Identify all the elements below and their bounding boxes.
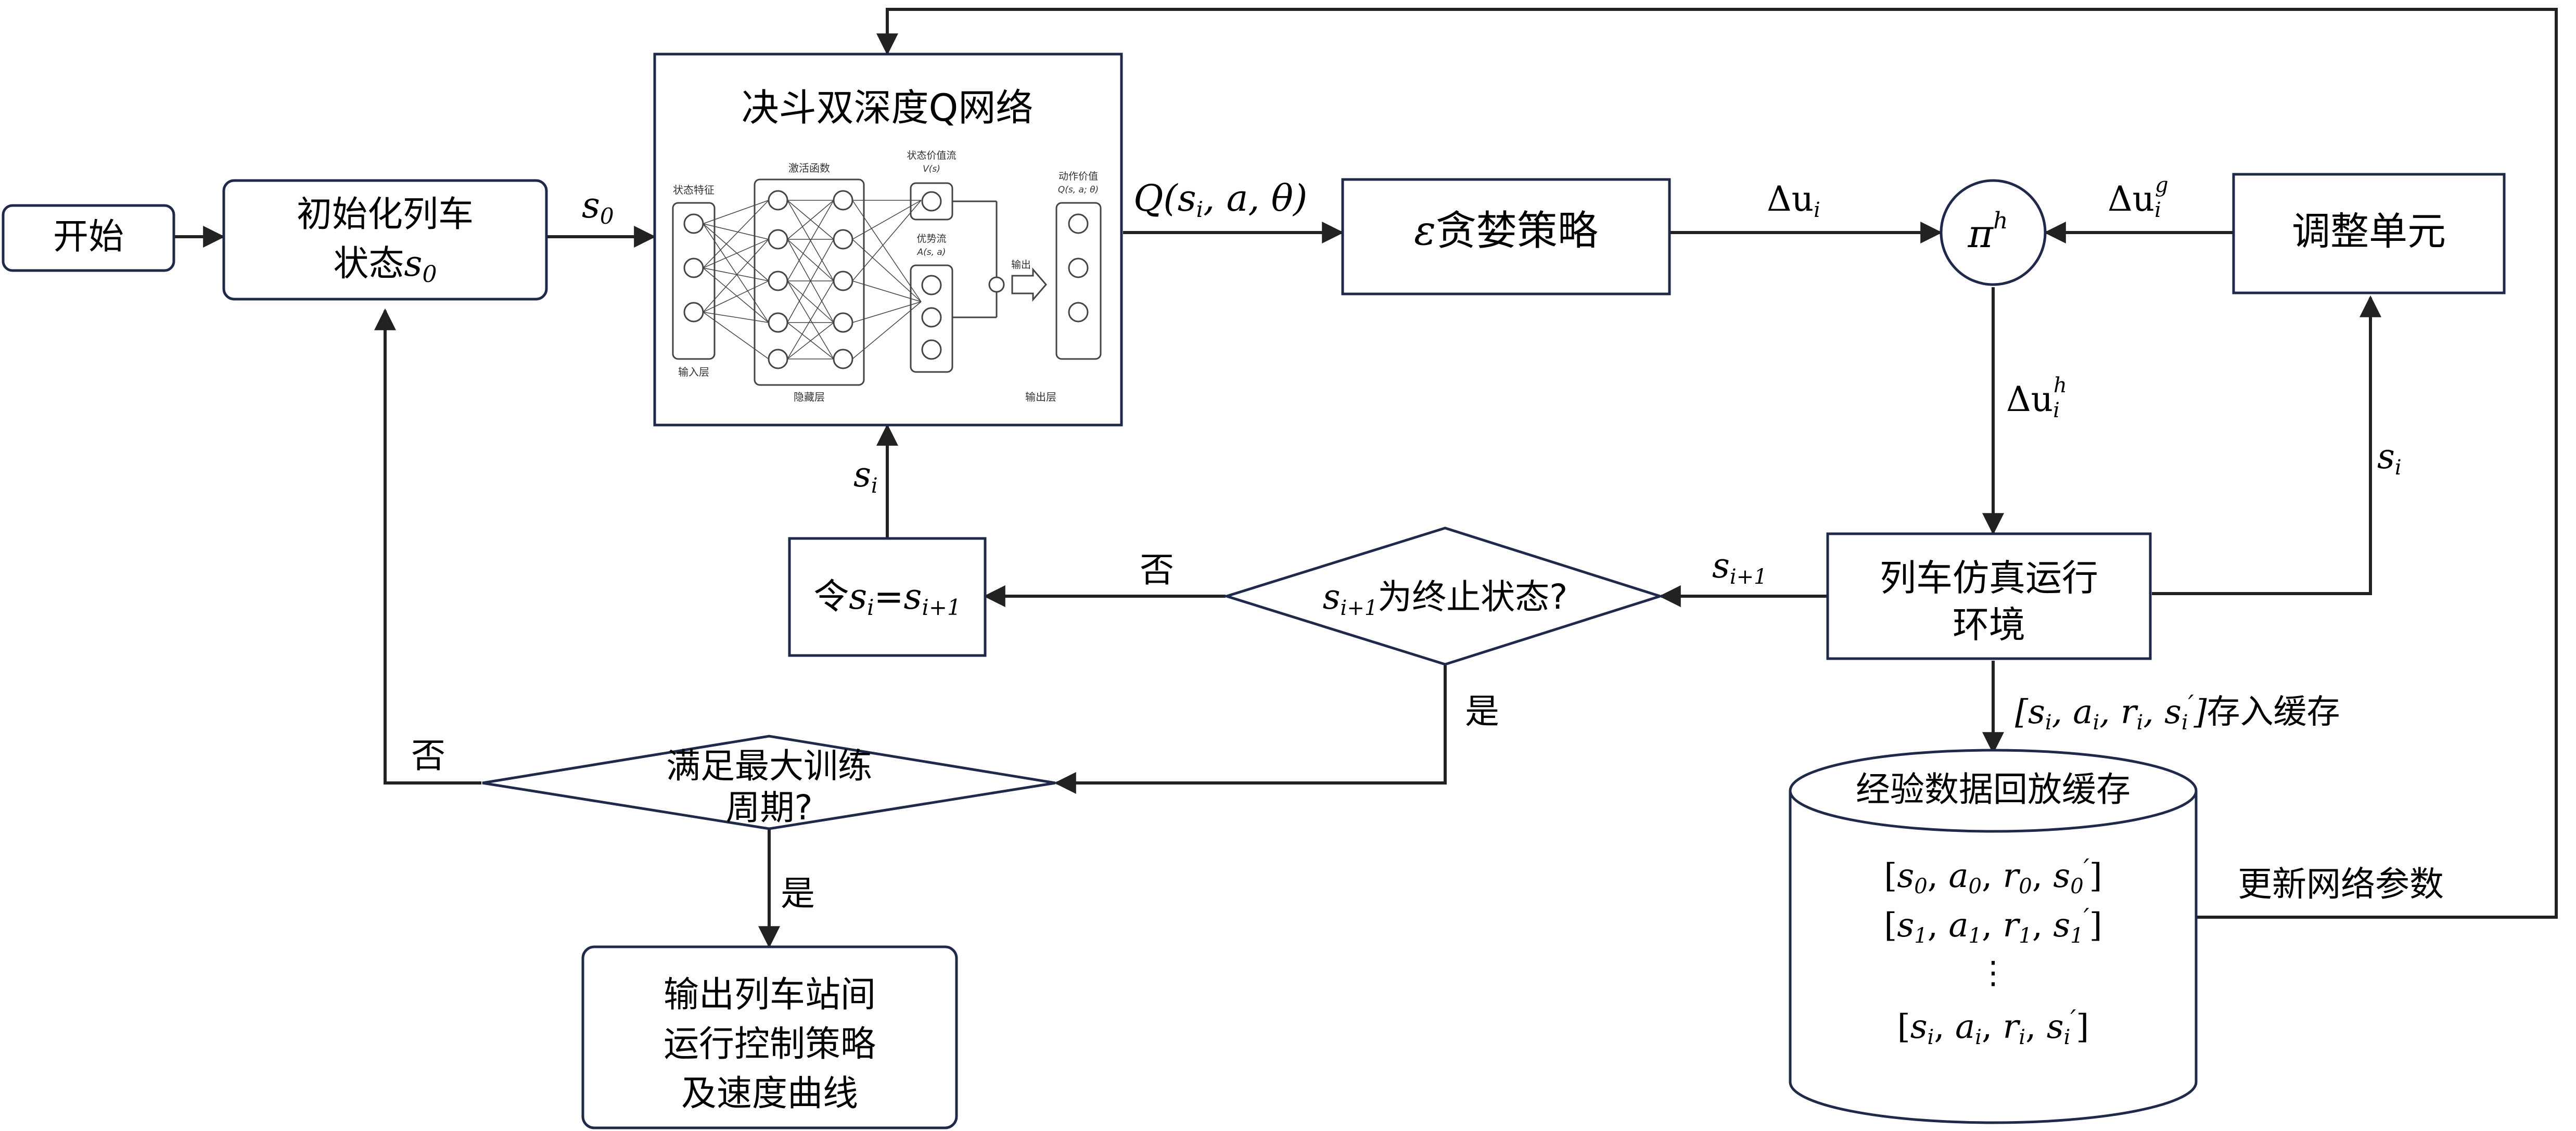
label-delta-u: Δui: [1767, 179, 1820, 222]
init-state-line1: 初始化列车: [297, 194, 474, 235]
svg-text:优势流: 优势流: [916, 233, 946, 245]
buffer-ellipsis: ⋮: [1978, 955, 2009, 991]
output-line1: 输出列车站间: [664, 974, 876, 1016]
greedy-label: ε贪婪策略: [1414, 208, 1598, 254]
svg-text:状态特征: 状态特征: [673, 184, 715, 196]
label-store-transition: [si, ai, ri, si′]存入缓存: [2015, 690, 2340, 735]
dqn-title: 决斗双深度Q网络: [742, 86, 1034, 130]
max-period-line2: 周期?: [725, 788, 812, 828]
label-terminal-no: 否: [1140, 550, 1174, 590]
start-node: 开始: [2, 204, 175, 272]
buffer-entry-i: [si, ai, ri, si′]: [1897, 1005, 2089, 1049]
init-state-node: 初始化列车 状态s0: [222, 179, 548, 301]
label-s-i-left: si: [853, 455, 878, 498]
terminal-decision-node: si+1为终止状态?: [1222, 526, 1665, 666]
buffer-title: 经验数据回放缓存: [1856, 769, 2131, 809]
label-maxperiod-yes: 是: [781, 873, 815, 914]
svg-text:A(s, a): A(s, a): [917, 247, 946, 258]
dueling-dqn-node: 决斗双深度Q网络: [653, 53, 1123, 427]
label-delta-u-g: Δuig: [2108, 173, 2169, 222]
terminal-label: si+1为终止状态?: [1323, 577, 1568, 620]
label-s0: s0: [582, 185, 614, 229]
svg-text:V(s): V(s): [923, 164, 940, 174]
max-period-line1: 满足最大训练: [666, 746, 872, 786]
policy-label: πh: [1968, 208, 2008, 256]
adjust-unit-node: 调整单元: [2232, 173, 2506, 294]
edge-buffer-update-to-dqn: [876, 8, 2558, 919]
svg-text:激活函数: 激活函数: [788, 162, 830, 174]
start-label: 开始: [53, 216, 124, 258]
buffer-entry-0: [s0, a0, r0, s0′]: [1884, 854, 2102, 898]
svg-text:Q(s, a; θ): Q(s, a; θ): [1058, 185, 1099, 195]
label-maxperiod-no: 否: [411, 736, 445, 776]
svg-text:状态价值流: 状态价值流: [907, 150, 956, 161]
edge-env-to-adjust: [2152, 295, 2381, 595]
edge-maxperiod-no-to-init: [374, 308, 481, 785]
epsilon-greedy-node: ε贪婪策略: [1341, 178, 1671, 295]
svg-text:动作价值: 动作价值: [1059, 171, 1098, 182]
buffer-entry-1: [s1, a1, r1, s1′]: [1884, 903, 2102, 948]
label-q-value: Q(si, a, θ): [1133, 177, 1307, 222]
env-line2: 环境: [1953, 603, 2025, 646]
label-update-params: 更新网络参数: [2238, 864, 2444, 904]
adjust-label: 调整单元: [2292, 209, 2446, 254]
set-state-node: 令si=si+1: [788, 537, 987, 657]
network-inset: [672, 178, 1102, 386]
svg-text:输出: 输出: [1011, 259, 1031, 271]
output-line2: 运行控制策略: [664, 1024, 876, 1065]
train-env-node: 列车仿真运行 环境: [1826, 532, 2152, 660]
max-period-decision-node: 满足最大训练 周期?: [482, 735, 1056, 830]
label-delta-u-h: Δuih: [2006, 374, 2067, 422]
svg-text:输出层: 输出层: [1025, 391, 1056, 403]
label-terminal-yes: 是: [1465, 691, 1499, 731]
label-s-next: si+1: [1712, 546, 1767, 589]
svg-text:输入层: 输入层: [678, 366, 709, 378]
output-node: 输出列车站间 运行控制策略 及速度曲线: [581, 945, 958, 1129]
svg-text:隐藏层: 隐藏层: [794, 391, 825, 403]
output-line3: 及速度曲线: [681, 1073, 858, 1114]
label-s-i-right: si: [2377, 436, 2402, 480]
set-state-label: 令si=si+1: [813, 576, 961, 620]
edge-terminal-yes-to-maxperiod: [1054, 665, 1447, 794]
replay-buffer-node: 经验数据回放缓存 [s0, a0, r0, s0′] [s1, a1, r1, …: [1789, 749, 2198, 1124]
init-state-line2: 状态s0: [334, 243, 437, 288]
policy-node: πh: [1940, 179, 2047, 286]
network-inset-labels: 状态特征 输入层 激活函数 隐藏层 状态价值流 V(s) 优势流 A(s, a)…: [673, 150, 1099, 403]
env-line1: 列车仿真运行: [1880, 557, 2098, 599]
